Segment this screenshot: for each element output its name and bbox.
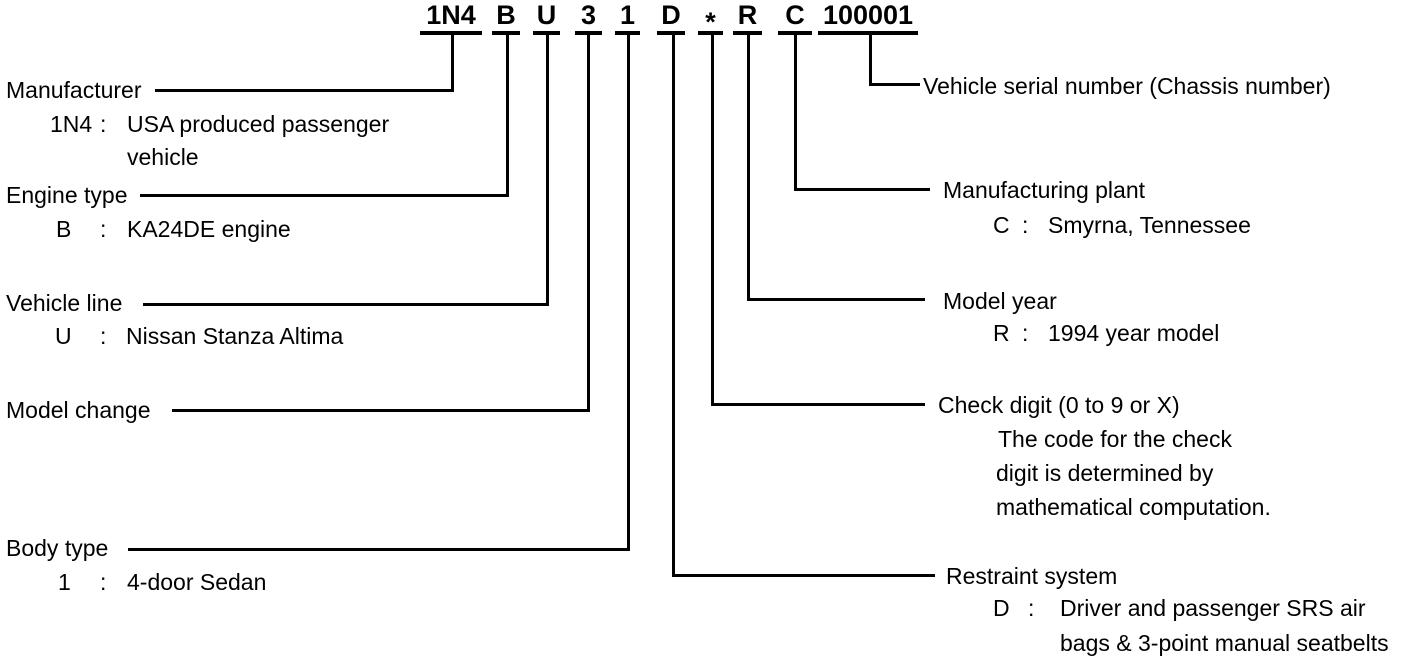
connector-restraint-vline: [672, 35, 675, 577]
vin-segment-model-change: 3: [575, 0, 602, 35]
connector-model-change-hline: [172, 409, 590, 412]
label-model-year: Model year: [943, 288, 1057, 314]
connector-model-year-hline: [747, 298, 925, 301]
connector-serial-hline: [869, 83, 920, 86]
connector-engine-type-hline: [140, 194, 509, 197]
label-check-digit: Check digit (0 to 9 or X): [938, 392, 1180, 418]
connector-manufacturer-hline: [155, 89, 454, 92]
code-manufacturer: 1N4: [50, 111, 93, 137]
colon: :: [1028, 595, 1035, 621]
connector-model-year-vline: [747, 35, 750, 301]
desc-body-type: 4-door Sedan: [127, 569, 267, 595]
connector-vehicle-line-hline: [143, 303, 549, 306]
label-body-type: Body type: [6, 535, 109, 561]
vin-segment-model-year: R: [733, 0, 762, 35]
code-vehicle-line: U: [55, 323, 72, 349]
connector-plant-vline: [794, 35, 797, 191]
connector-plant-hline: [794, 188, 930, 191]
vin-segment-restraint: D: [657, 0, 685, 35]
colon: :: [100, 569, 107, 595]
code-model-year: R: [993, 320, 1010, 346]
vin-segment-plant: C: [778, 0, 812, 35]
vin-segment-serial-number: 100001: [818, 0, 918, 35]
colon: :: [100, 216, 107, 242]
label-model-change: Model change: [6, 397, 151, 423]
label-plant: Manufacturing plant: [943, 177, 1146, 203]
vin-segment-vehicle-line: U: [533, 0, 560, 35]
vin-segment-manufacturer: 1N4: [420, 0, 482, 35]
code-plant: C: [993, 212, 1010, 238]
note-check-digit-line2: digit is determined by: [996, 460, 1214, 486]
desc-manufacturer-line2: vehicle: [127, 144, 199, 170]
label-restraint: Restraint system: [946, 563, 1118, 589]
note-check-digit-line1: The code for the check: [998, 426, 1232, 452]
connector-manufacturer-vline: [451, 35, 454, 92]
label-serial-number: Vehicle serial number (Chassis number): [923, 73, 1331, 99]
connector-model-change-vline: [587, 35, 590, 412]
desc-plant: Smyrna, Tennessee: [1048, 212, 1251, 238]
colon: :: [1022, 212, 1029, 238]
desc-vehicle-line: Nissan Stanza Altima: [126, 323, 344, 349]
connector-check-digit-hline: [711, 403, 925, 406]
label-engine-type: Engine type: [6, 182, 128, 208]
desc-engine-type: KA24DE engine: [127, 216, 291, 242]
desc-manufacturer-line1: USA produced passenger: [127, 111, 390, 137]
label-vehicle-line: Vehicle line: [6, 290, 123, 316]
desc-model-year: 1994 year model: [1048, 320, 1220, 346]
code-body-type: 1: [58, 569, 71, 595]
vin-segment-check-digit: *: [698, 0, 723, 37]
code-engine-type: B: [56, 216, 72, 242]
colon: :: [100, 111, 107, 137]
code-restraint: D: [993, 595, 1010, 621]
connector-restraint-hline: [672, 574, 935, 577]
connector-body-type-hline: [128, 548, 630, 551]
connector-engine-type-vline: [506, 35, 509, 197]
connector-vehicle-line-vline: [546, 35, 549, 306]
connector-serial-vline: [869, 35, 872, 86]
desc-restraint-line1: Driver and passenger SRS air: [1060, 595, 1366, 621]
note-check-digit-line3: mathematical computation.: [996, 494, 1271, 520]
colon: :: [100, 323, 107, 349]
connector-check-digit-vline: [711, 35, 714, 406]
vin-segment-engine-type: B: [492, 0, 520, 35]
label-manufacturer: Manufacturer: [6, 77, 142, 103]
colon: :: [1022, 320, 1029, 346]
vin-segment-body-type: 1: [615, 0, 640, 35]
desc-restraint-line2: bags & 3-point manual seatbelts: [1060, 630, 1389, 656]
connector-body-type-vline: [627, 35, 630, 551]
